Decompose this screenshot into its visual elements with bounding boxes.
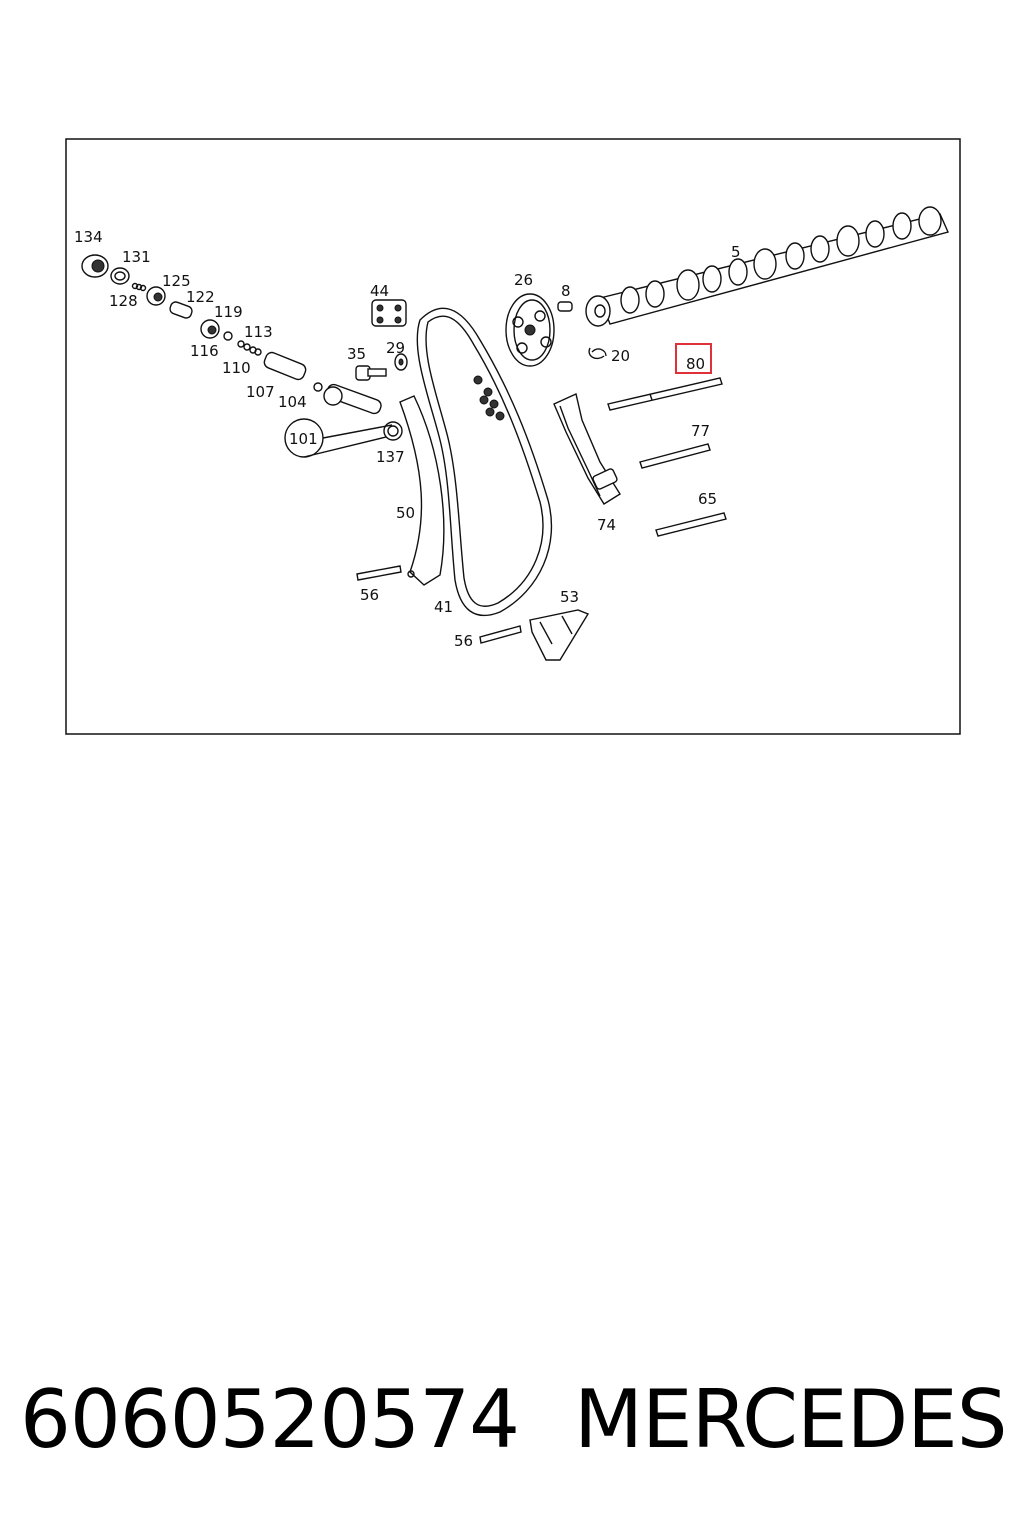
- callout-20: 20: [611, 347, 630, 365]
- rod-77: [639, 443, 711, 469]
- chain-link-44: [371, 299, 407, 327]
- part-number: 6060520574: [20, 1373, 520, 1466]
- sprocket-26: [505, 293, 555, 367]
- callout-125: 125: [162, 272, 191, 290]
- footer: 6060520574 MERCEDES: [0, 1370, 1024, 1470]
- callout-122: 122: [186, 288, 215, 306]
- callout-44: 44: [370, 282, 389, 300]
- callout-65: 65: [698, 490, 717, 508]
- pin-56-right: [479, 625, 522, 644]
- callout-134: 134: [74, 228, 103, 246]
- washer-29: [394, 353, 408, 371]
- seal-parts-group: [81, 254, 403, 458]
- callout-41: 41: [434, 598, 453, 616]
- callout-119: 119: [214, 303, 243, 321]
- pin-56-left: [356, 565, 402, 581]
- callout-128: 128: [109, 292, 138, 310]
- bolt-35: [355, 365, 387, 381]
- callout-35: 35: [347, 345, 366, 363]
- callout-5: 5: [731, 243, 741, 261]
- brand-name: MERCEDES: [574, 1373, 1008, 1466]
- tensioner-74: [553, 393, 621, 505]
- callout-56-right: 56: [454, 632, 473, 650]
- callout-137: 137: [376, 448, 405, 466]
- callout-77: 77: [691, 422, 710, 440]
- callout-80: 80: [686, 355, 705, 373]
- callout-101: 101: [289, 430, 318, 448]
- timing-chain-41: [416, 307, 553, 617]
- diagram-frame: [65, 138, 961, 735]
- callout-53: 53: [560, 588, 579, 606]
- callout-131: 131: [122, 248, 151, 266]
- callout-110: 110: [222, 359, 251, 377]
- callout-50: 50: [396, 504, 415, 522]
- highlight-box-80: [675, 343, 712, 374]
- chain-sprocket-links: [473, 375, 505, 421]
- callout-74: 74: [597, 516, 616, 534]
- callout-113: 113: [244, 323, 273, 341]
- guide-rail-50: [399, 395, 445, 586]
- clip-20: [588, 347, 607, 360]
- callout-56-left: 56: [360, 586, 379, 604]
- pin-8: [557, 301, 573, 312]
- callout-116: 116: [190, 342, 219, 360]
- callout-29: 29: [386, 339, 405, 357]
- callout-104: 104: [278, 393, 307, 411]
- camshaft-5: [585, 206, 949, 327]
- callout-26: 26: [514, 271, 533, 289]
- callout-107: 107: [246, 383, 275, 401]
- rod-65: [655, 512, 727, 537]
- callout-8: 8: [561, 282, 571, 300]
- guide-53: [529, 609, 590, 661]
- rod-80: [607, 377, 723, 411]
